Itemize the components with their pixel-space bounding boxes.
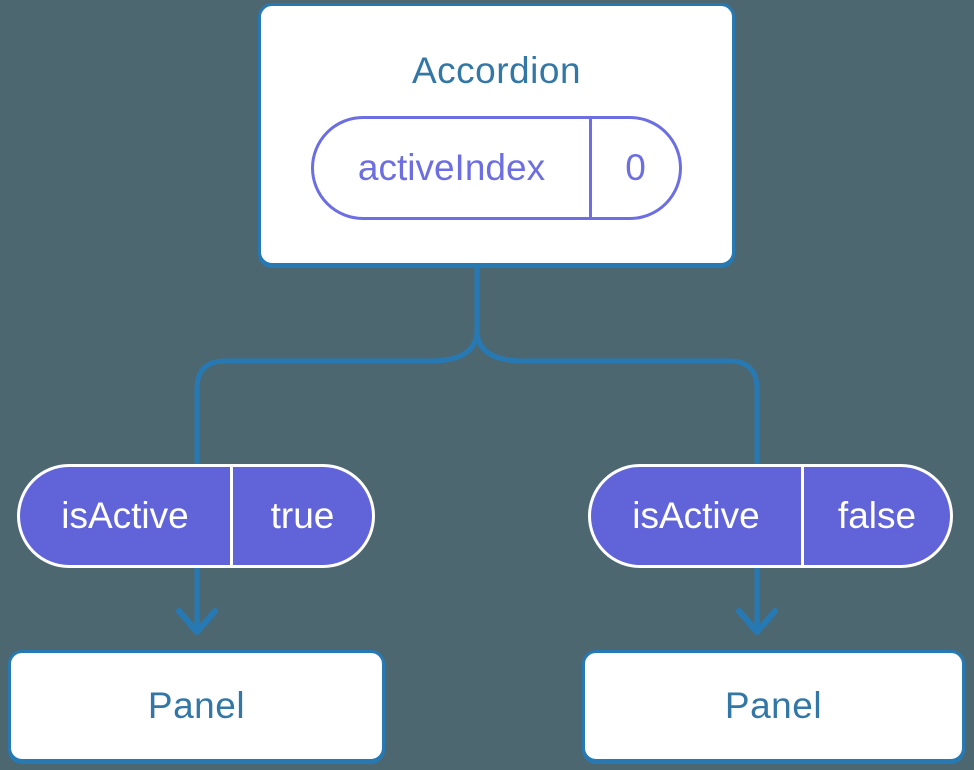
arrow-down-icon-left <box>176 608 218 635</box>
state-pill: activeIndex 0 <box>311 116 682 220</box>
panel-node-left: Panel <box>8 650 385 762</box>
panel-node-left-title: Panel <box>147 685 246 726</box>
connector-branch-left <box>194 259 480 633</box>
state-pill-label: activeIndex <box>314 119 592 217</box>
prop-pill-left-label: isActive <box>20 467 233 565</box>
prop-pill-left-value: true <box>270 495 335 536</box>
prop-pill-right-label: isActive <box>591 467 804 565</box>
state-pill-value: 0 <box>625 147 646 188</box>
connector-branch-right <box>474 259 760 633</box>
accordion-node-title: Accordion <box>411 50 582 91</box>
panel-node-right: Panel <box>582 650 965 762</box>
panel-node-right-title: Panel <box>724 685 823 726</box>
arrow-down-icon-right <box>736 608 778 635</box>
prop-pill-right: isActive false <box>588 464 953 568</box>
accordion-node: Accordion activeIndex 0 <box>258 3 735 266</box>
prop-pill-right-value: false <box>837 495 917 536</box>
prop-pill-left: isActive true <box>17 464 375 568</box>
